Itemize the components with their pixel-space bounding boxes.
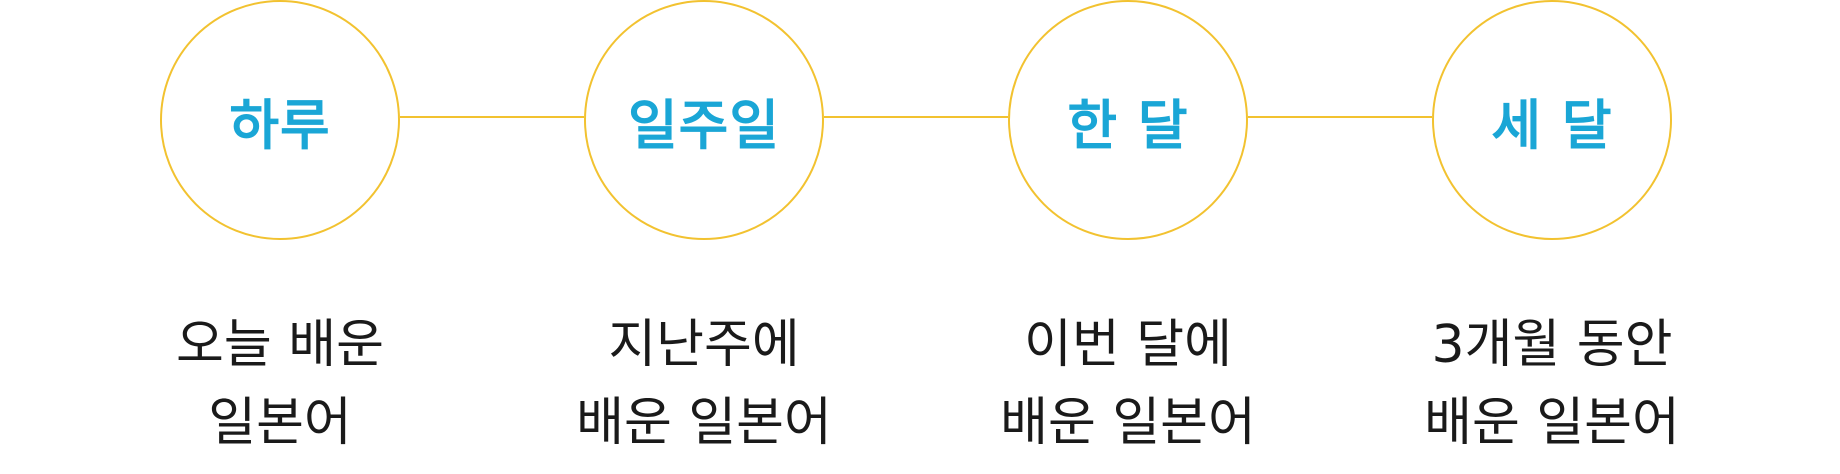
stage-day: 하루 오늘 배운 일본어 (160, 0, 400, 474)
stage-period-label: 일주일 (627, 93, 781, 157)
stage-description-line: 배운 일본어 (1424, 393, 1680, 453)
stage-description: 3개월 동안 배운 일본어 (1372, 306, 1732, 462)
stage-week: 일주일 지난주에 배운 일본어 (576, 0, 832, 474)
stage-description-line: 배운 일본어 (576, 393, 832, 453)
stage-three-months: 세 달 3개월 동안 배운 일본어 (1424, 0, 1680, 474)
stage-description-line: 3개월 동안 (1431, 315, 1673, 375)
stage-period-label: 세 달 (1491, 93, 1613, 157)
stage-description: 이번 달에 배운 일본어 (948, 306, 1308, 462)
stage-description-line: 오늘 배운 (176, 315, 384, 375)
stage-circle: 일주일 (584, 0, 824, 240)
connector-line (824, 116, 1008, 118)
stage-month: 한 달 이번 달에 배운 일본어 (1000, 0, 1256, 474)
stage-period-label: 한 달 (1067, 93, 1189, 157)
stage-description-line: 일본어 (208, 393, 352, 453)
stage-period-label: 하루 (229, 93, 331, 157)
stage-circle: 하루 (160, 0, 400, 240)
stage-circle: 한 달 (1008, 0, 1248, 240)
stage-description-line: 이번 달에 (1024, 315, 1232, 375)
connector-line (1248, 116, 1432, 118)
stage-description: 지난주에 배운 일본어 (524, 306, 884, 462)
stage-description-line: 지난주에 (608, 315, 800, 375)
stage-circle: 세 달 (1432, 0, 1672, 240)
stage-description-line: 배운 일본어 (1000, 393, 1256, 453)
stage-description: 오늘 배운 일본어 (100, 306, 460, 462)
connector-line (400, 116, 584, 118)
